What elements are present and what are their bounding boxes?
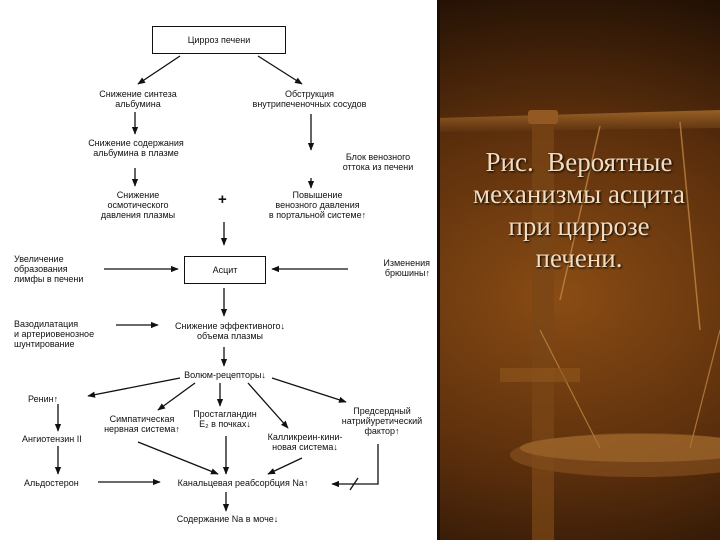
arrow-receptors-to-renin	[87, 377, 181, 398]
slide-caption: Рис. Вероятные механизмы асцита при цирр…	[473, 147, 685, 273]
arrow-cirrhosis-to-obstruction	[257, 55, 303, 85]
node-lymph: Увеличение образования лимфы в печени	[14, 254, 84, 284]
node-renin: Ренин↑	[28, 394, 59, 404]
node-vasodilation: Вазодилатация и артериовенозное шунтиров…	[14, 319, 95, 349]
arrow-sympathetic-to-reabsorption	[137, 441, 219, 475]
node-angiotensin: Ангиотензин II	[22, 434, 82, 444]
node-oncotic-pressure: Снижение осмотического давления плазмы	[100, 190, 176, 220]
node-tubular-reabsorption: Канальцевая реабсорбция Na↑	[177, 478, 309, 488]
node-obstruction: Обструкция внутрипеченочных сосудов	[252, 89, 367, 109]
node-effective-volume: Снижение эффективного↓ объема плазмы	[175, 321, 285, 341]
plus-sign: +	[218, 191, 227, 208]
node-peritoneum: Изменения брюшины↑	[383, 258, 430, 278]
ascites-mechanism-diagram	[54, 55, 379, 512]
node-venous-block: Блок венозного оттока из печени	[342, 152, 414, 172]
arrow-kallikrein-to-reabsorption	[267, 457, 303, 475]
arrow-receptors-to-kallikrein	[247, 382, 289, 429]
panel-edge	[437, 0, 440, 540]
arrow-receptors-to-natriuretic	[271, 377, 347, 403]
node-aldosterone: Альдостерон	[24, 478, 79, 488]
node-albumin-synthesis: Снижение синтеза альбумина	[99, 89, 177, 109]
arrow-receptors-to-sympathetic	[157, 382, 196, 411]
node-prostaglandin: Простагландин Е₂ в почках↓	[193, 409, 257, 429]
node-sodium-urine: Содержание Na в моче↓	[176, 514, 279, 524]
node-cirrhosis: Цирроз печени	[152, 26, 286, 54]
node-natriuretic: Предсердный натрийуретический фактор↑	[341, 406, 423, 436]
inhibit-mark	[349, 477, 359, 491]
node-portal-pressure: Повышение венозного давления в портально…	[268, 190, 367, 220]
node-volume-receptors: Волюм-рецепторы↓	[184, 370, 266, 380]
node-kallikrein: Калликреин-кини- новая система↓	[267, 432, 343, 452]
arrow-cirrhosis-to-albumin-synthesis	[137, 55, 181, 85]
node-albumin-plasma: Снижение содержания альбумина в плазме	[88, 138, 184, 158]
node-sympathetic: Симпатическая нервная система↑	[104, 414, 180, 434]
arrow-natriuretic-to-reabsorption	[331, 444, 379, 488]
node-ascites: Асцит	[184, 256, 266, 284]
balance-scale-icon	[437, 110, 720, 540]
